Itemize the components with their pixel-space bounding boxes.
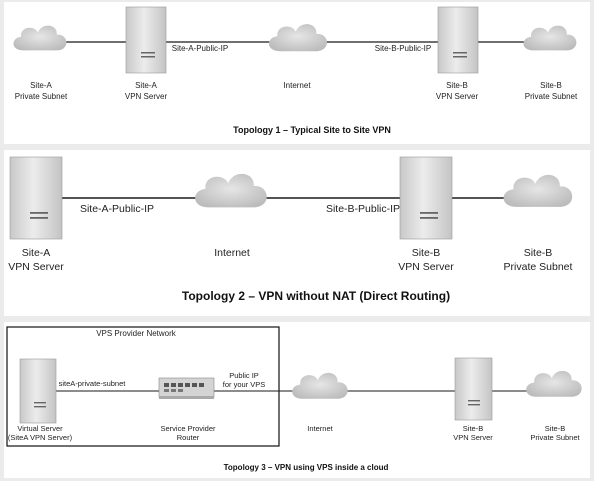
- topology-2-panel: [4, 150, 590, 316]
- t2-site-b-cloud-icon: [503, 174, 573, 207]
- t1-site-a-subnet-label-1: Site-A: [30, 81, 52, 90]
- t3-router-icon: [158, 377, 215, 399]
- t3-site-b-server-label-2: VPN Server: [453, 433, 493, 442]
- t3-site-b-subnet-label-1: Site-B: [545, 424, 565, 433]
- t1-title: Topology 1 – Typical Site to Site VPN: [233, 125, 391, 135]
- t3-subnet-link-label: siteA-private-subnet: [59, 379, 127, 388]
- t2-site-b-server-label-1: Site-B: [412, 247, 441, 259]
- t2-site-a-ip-label: Site-A-Public-IP: [80, 203, 154, 215]
- t2-internet-label: Internet: [214, 247, 250, 259]
- t3-router-label-2: Router: [177, 433, 200, 442]
- t1-site-b-ip-label: Site-B-Public-IP: [375, 44, 431, 53]
- t3-virtual-server-label-1: Virtual Server: [17, 424, 63, 433]
- t3-public-ip-label-1: Public IP: [229, 371, 259, 380]
- t1-internet-label: Internet: [283, 81, 311, 90]
- t1-site-a-cloud-icon: [13, 25, 67, 51]
- t1-site-b-subnet-label-2: Private Subnet: [525, 92, 578, 101]
- topology-1-panel: [4, 2, 590, 144]
- t1-site-a-server-label-2: VPN Server: [125, 92, 168, 101]
- t3-site-b-server-label-1: Site-B: [463, 424, 483, 433]
- t1-site-b-server-icon: [437, 6, 479, 74]
- topology-3-panel: [4, 322, 590, 478]
- topology-3: VPS Provider Network: [6, 326, 582, 472]
- topology-1: Site-A-Public-IP Site-B-Public-IP Site-A…: [13, 6, 578, 135]
- t3-router-label-1: Service Provider: [160, 424, 216, 433]
- t1-site-b-server-label-2: VPN Server: [436, 92, 479, 101]
- t2-site-b-subnet-label-1: Site-B: [524, 247, 553, 259]
- t2-site-b-ip-label: Site-B-Public-IP: [326, 203, 400, 215]
- t3-site-b-server-icon: [454, 357, 493, 421]
- t3-virtual-server-label-2: (SiteA VPN Server): [8, 433, 73, 442]
- t1-site-a-server-icon: [125, 6, 167, 74]
- t2-site-a-server-label-1: Site-A: [22, 247, 51, 259]
- t3-public-ip-label-2: for your VPS: [223, 380, 266, 389]
- t2-internet-cloud-icon: [195, 173, 267, 208]
- t2-site-b-server-label-2: VPN Server: [398, 261, 454, 273]
- t3-internet-cloud-icon: [292, 372, 348, 399]
- t1-site-b-subnet-label-1: Site-B: [540, 81, 562, 90]
- t2-site-b-server-icon: [399, 156, 453, 240]
- t1-site-a-subnet-label-2: Private Subnet: [15, 92, 68, 101]
- t3-virtual-server-icon: [19, 358, 57, 424]
- t3-provider-network-label: VPS Provider Network: [96, 329, 177, 338]
- t3-internet-label: Internet: [307, 424, 333, 433]
- t1-site-a-ip-label: Site-A-Public-IP: [172, 44, 228, 53]
- t2-site-a-server-icon: [9, 156, 63, 240]
- t3-title: Topology 3 – VPN using VPS inside a clou…: [224, 463, 389, 472]
- t2-site-a-server-label-2: VPN Server: [8, 261, 64, 273]
- topology-2: Site-A-Public-IP Site-B-Public-IP Site-A…: [8, 156, 573, 303]
- t3-site-b-cloud-icon: [526, 370, 582, 397]
- t1-site-b-server-label-1: Site-B: [446, 81, 468, 90]
- t3-provider-network-box: [6, 326, 280, 447]
- t2-site-b-subnet-label-2: Private Subnet: [504, 261, 573, 273]
- t2-title: Topology 2 – VPN without NAT (Direct Rou…: [182, 289, 450, 303]
- t1-internet-cloud-icon: [268, 24, 327, 52]
- t1-site-a-server-label-1: Site-A: [135, 81, 157, 90]
- t1-site-b-cloud-icon: [523, 25, 577, 51]
- t3-site-b-subnet-label-2: Private Subnet: [530, 433, 580, 442]
